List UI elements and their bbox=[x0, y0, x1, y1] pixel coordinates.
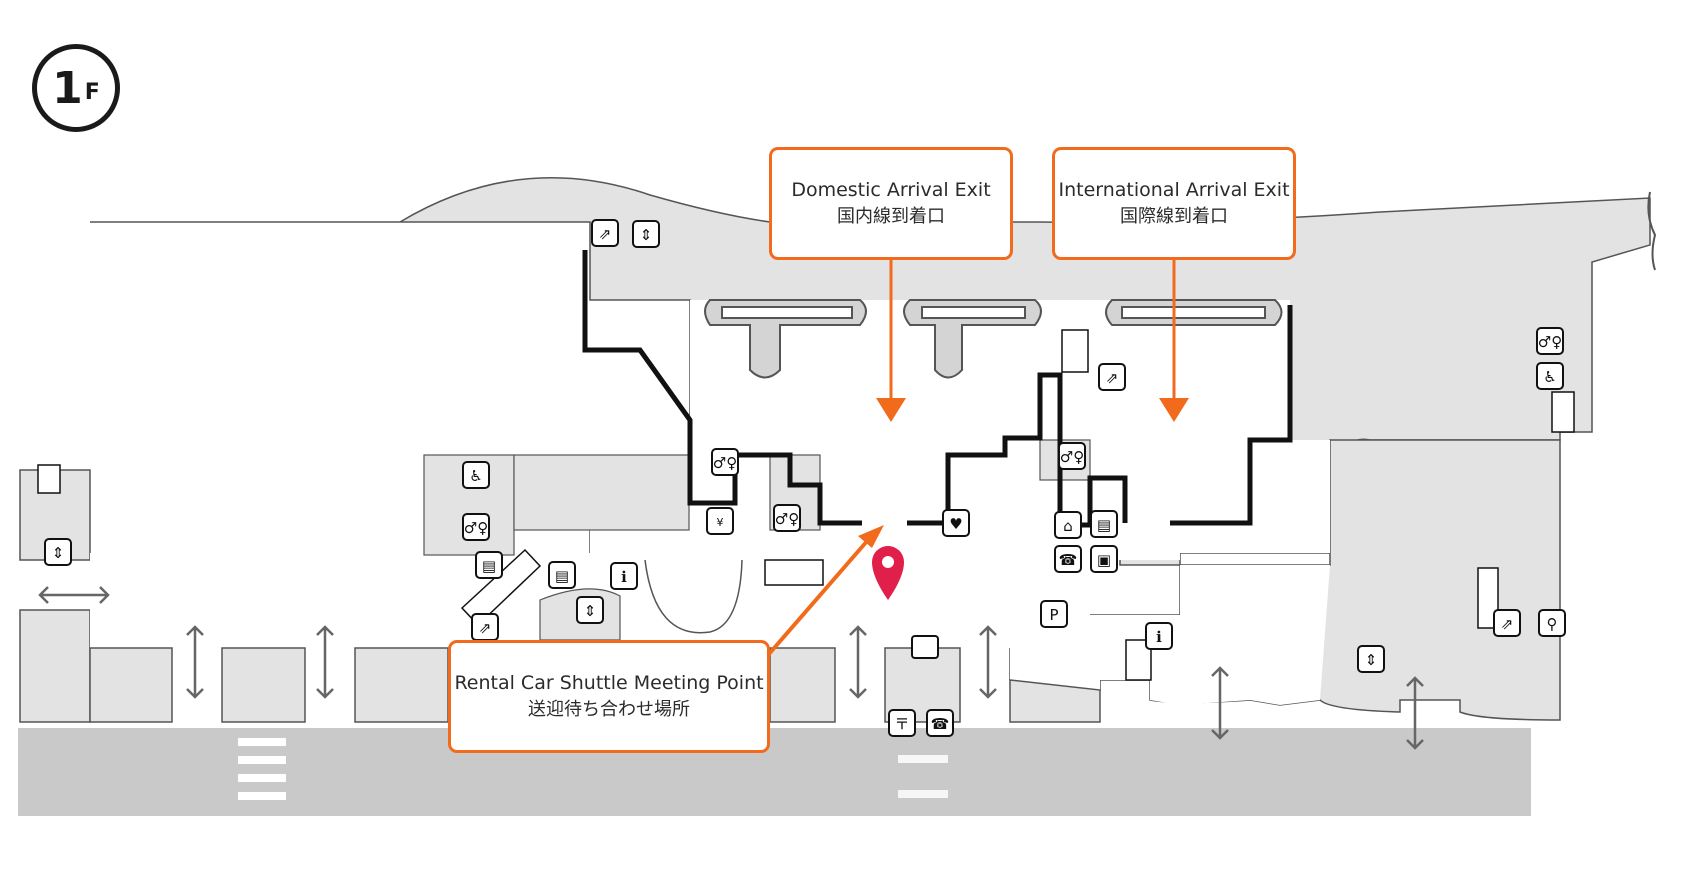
svg-text:⇗: ⇗ bbox=[1106, 369, 1119, 387]
square-marker-icon bbox=[911, 635, 939, 659]
svg-text:⇗: ⇗ bbox=[479, 619, 492, 637]
svg-text:♂♀: ♂♀ bbox=[713, 454, 737, 472]
svg-text:ℹ: ℹ bbox=[1156, 628, 1162, 646]
callout-label-ja: 国際線到着口 bbox=[1120, 206, 1228, 227]
facility-icons: ⇗ ⇕ ⇗ ♂♀ ¥ ♂♀ ♂♀ ♿ ♂♀ ▤ ▤ ℹ ⇕ ⇗ ♥ ⌂ ▤ ☎ … bbox=[44, 219, 1566, 737]
svg-text:♥: ♥ bbox=[949, 515, 962, 533]
phone-icon: ☎ bbox=[1054, 545, 1082, 573]
svg-text:¥: ¥ bbox=[717, 516, 724, 529]
wheelchair-icon: ♿ bbox=[462, 461, 490, 489]
curved-wall bbox=[644, 559, 743, 634]
svg-text:☎: ☎ bbox=[931, 715, 950, 733]
svg-text:▤: ▤ bbox=[555, 567, 569, 585]
svg-text:⇗: ⇗ bbox=[599, 225, 612, 243]
svg-text:♿: ♿ bbox=[1543, 368, 1556, 386]
svg-text:♿: ♿ bbox=[469, 467, 482, 485]
callout-label-en: Domestic Arrival Exit bbox=[791, 179, 991, 201]
road-marking bbox=[898, 755, 948, 798]
international-arrival-exit-callout: International Arrival Exit 国際線到着口 bbox=[1052, 147, 1296, 260]
lower-blocks bbox=[89, 647, 1101, 723]
door-arrows bbox=[38, 586, 1424, 750]
svg-text:P: P bbox=[1049, 606, 1058, 624]
restroom-icon: ♂♀ bbox=[1536, 327, 1564, 355]
svg-text:〒: 〒 bbox=[894, 715, 909, 733]
thick-walls bbox=[582, 250, 1293, 528]
rental-car-shuttle-meeting-point-callout: Rental Car Shuttle Meeting Point 送迎待ち合わせ… bbox=[448, 640, 770, 753]
domestic-arrival-exit-callout: Domestic Arrival Exit 国内線到着口 bbox=[769, 147, 1013, 260]
restroom-icon: ♂♀ bbox=[1058, 442, 1086, 470]
escalator-icon: ⇗ bbox=[1098, 363, 1126, 391]
door-arrow-4 bbox=[979, 625, 997, 699]
restroom-icon: ♂♀ bbox=[711, 448, 739, 476]
baggage-carousels bbox=[704, 299, 1283, 379]
parking-car-icon: P bbox=[1040, 600, 1068, 628]
svg-text:♂♀: ♂♀ bbox=[464, 519, 488, 537]
floor-number: 1 bbox=[52, 62, 83, 114]
information-desk-icon: ℹ bbox=[1145, 622, 1173, 650]
callout-label-ja: 送迎待ち合わせ場所 bbox=[528, 699, 690, 720]
svg-text:ℹ: ℹ bbox=[621, 568, 627, 586]
svg-text:▤: ▤ bbox=[1097, 516, 1111, 534]
map-cut-edge bbox=[1647, 191, 1657, 271]
domestic-arrow-head bbox=[876, 398, 906, 422]
international-arrow-head bbox=[1159, 398, 1189, 422]
concourse-rooms bbox=[423, 439, 1091, 556]
location-pin-icon bbox=[872, 546, 904, 600]
svg-text:⇕: ⇕ bbox=[1365, 651, 1378, 669]
stairs bbox=[37, 329, 1575, 681]
bicycle-icon: ⚲ bbox=[1538, 609, 1566, 637]
svg-text:▤: ▤ bbox=[482, 557, 496, 575]
door-arrow-6 bbox=[1406, 676, 1424, 750]
crosswalk bbox=[238, 738, 286, 800]
elevator-icon: ⇕ bbox=[576, 596, 604, 624]
elevator-icon: ⇕ bbox=[1357, 645, 1385, 673]
svg-text:⌂: ⌂ bbox=[1063, 517, 1073, 535]
baggage-lockers-icon: ▤ bbox=[1090, 510, 1118, 538]
guide-arrows bbox=[760, 260, 1189, 664]
escalator-icon: ⇗ bbox=[591, 219, 619, 247]
restroom-icon: ♂♀ bbox=[773, 504, 801, 532]
escalator-icon: ⇗ bbox=[471, 613, 499, 641]
baggage-lockers-icon: ▤ bbox=[548, 561, 576, 589]
coat-check-icon: ⌂ bbox=[1054, 511, 1082, 539]
callout-label-ja: 国内線到着口 bbox=[837, 206, 945, 227]
door-arrow-1 bbox=[186, 625, 204, 699]
door-arrow-2 bbox=[316, 625, 334, 699]
phone-icon: ☎ bbox=[926, 709, 954, 737]
svg-text:⇕: ⇕ bbox=[52, 544, 65, 562]
callout-label-en: Rental Car Shuttle Meeting Point bbox=[454, 672, 764, 694]
svg-text:♂♀: ♂♀ bbox=[775, 510, 799, 528]
elevator-icon: ⇕ bbox=[44, 538, 72, 566]
escalator-icon: ⇗ bbox=[1493, 609, 1521, 637]
door-arrow-west bbox=[38, 586, 110, 604]
elevator-icon: ⇕ bbox=[632, 220, 660, 248]
post-office-icon: 〒 bbox=[888, 709, 916, 737]
callout-label-en: International Arrival Exit bbox=[1058, 179, 1290, 201]
svg-text:⇕: ⇕ bbox=[584, 602, 597, 620]
svg-text:⇕: ⇕ bbox=[640, 226, 653, 244]
restroom-icon: ♂♀ bbox=[462, 513, 490, 541]
svg-text:⚲: ⚲ bbox=[1547, 615, 1558, 633]
svg-text:☎: ☎ bbox=[1059, 551, 1078, 569]
svg-text:⇗: ⇗ bbox=[1501, 615, 1514, 633]
wheelchair-icon: ♿ bbox=[1536, 362, 1564, 390]
atm-icon: ¥ bbox=[706, 507, 734, 535]
svg-text:♂♀: ♂♀ bbox=[1060, 448, 1084, 466]
floor-suffix: F bbox=[84, 79, 100, 105]
information-desk-icon: ℹ bbox=[610, 562, 638, 590]
baggage-lockers-icon: ▣ bbox=[1090, 545, 1118, 573]
door-arrow-3 bbox=[849, 625, 867, 699]
svg-text:♂♀: ♂♀ bbox=[1538, 333, 1562, 351]
floor-badge: 1 F bbox=[32, 44, 120, 132]
svg-text:▣: ▣ bbox=[1097, 551, 1111, 569]
door-arrow-5 bbox=[1211, 666, 1229, 740]
baggage-lockers-icon: ▤ bbox=[475, 551, 503, 579]
aed-icon: ♥ bbox=[942, 509, 970, 537]
